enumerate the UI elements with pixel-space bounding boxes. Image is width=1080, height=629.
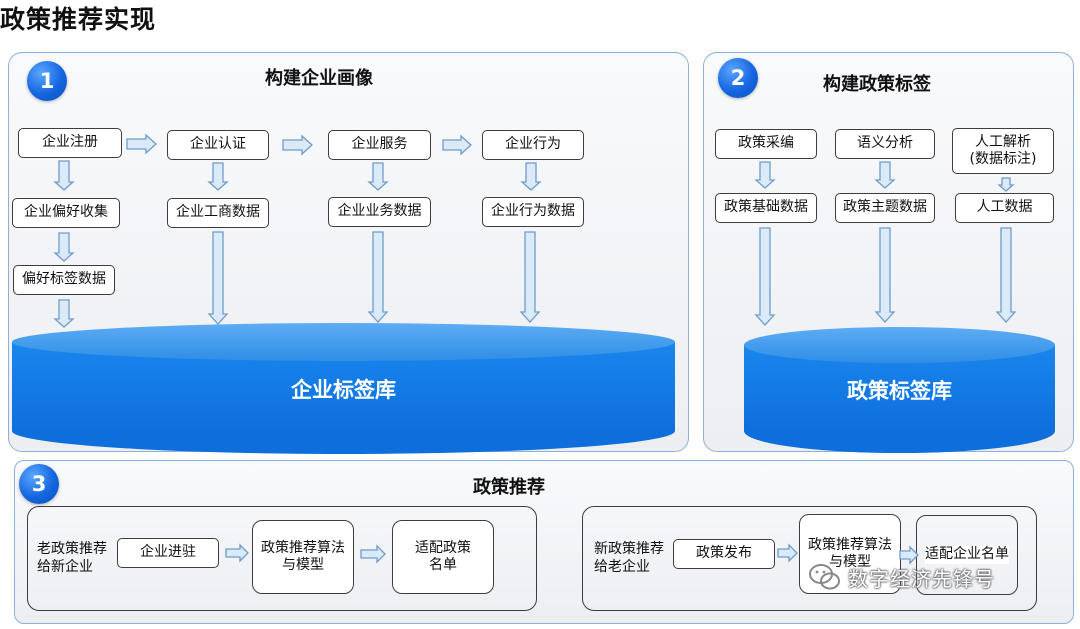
box-policy-basic-data: 政策基础数据 <box>715 193 817 223</box>
box-enterprise-register: 企业注册 <box>18 128 122 158</box>
box-manual-data: 人工数据 <box>955 193 1054 223</box>
box-matched-enterprises: 适配企业名单 <box>916 515 1018 595</box>
box-service-data: 企业业务数据 <box>328 197 431 227</box>
box-enterprise-service: 企业服务 <box>328 130 431 160</box>
box-policy-publish: 政策发布 <box>673 539 775 569</box>
box-preference-collect: 企业偏好收集 <box>12 198 120 228</box>
box-behavior-data: 企业行为数据 <box>482 197 584 227</box>
algorithm-left-line1: 政策推荐算法 <box>261 539 345 556</box>
box-enterprise-settle: 企业进驻 <box>117 538 219 568</box>
page-title: 政策推荐实现 <box>0 5 157 34</box>
label-new-to-old-line2: 给老企业 <box>594 559 650 576</box>
algorithm-right-line1: 政策推荐算法 <box>808 536 892 553</box>
box-semantic-analysis: 语义分析 <box>835 129 935 159</box>
watermark-text: 数字经济先锋号 <box>848 566 995 591</box>
label-new-to-old-line1: 新政策推荐 <box>594 541 664 557</box>
group-old-policy <box>27 506 537 611</box>
db-policy-label: 政策标签库 <box>847 379 952 403</box>
step-badge-3: 3 <box>19 464 59 504</box>
label-old-to-new-line1: 老政策推荐 <box>37 541 107 557</box>
panel-1-title: 构建企业画像 <box>265 68 373 89</box>
matched-enterprises-text: 适配企业名单 <box>925 546 1009 564</box>
box-algorithm-left: 政策推荐算法 与模型 <box>252 520 354 594</box>
box-algorithm-right: 政策推荐算法 与模型 <box>799 514 901 594</box>
matched-policies-line2: 名单 <box>429 557 457 573</box>
wechat-icon <box>809 564 840 590</box>
matched-policies-line1: 适配政策 <box>415 539 471 556</box>
db-enterprise-top <box>12 323 675 361</box>
box-manual-parse: 人工解析 (数据标注) <box>952 128 1054 174</box>
algorithm-left-line2: 与模型 <box>282 557 324 573</box>
panel-2-title: 构建政策标签 <box>823 74 931 95</box>
step-badge-2: 2 <box>718 58 758 98</box>
algorithm-right-line2: 与模型 <box>829 554 871 570</box>
manual-parse-line2: (数据标注) <box>969 151 1037 167</box>
box-preference-tag-data: 偏好标签数据 <box>13 265 115 295</box>
manual-parse-line1: 人工解析 <box>975 133 1031 150</box>
label-old-to-new: 老政策推荐 给新企业 <box>37 540 107 576</box>
watermark: 数字经济先锋号 <box>808 562 995 592</box>
box-policy-collect: 政策采编 <box>715 129 817 159</box>
box-enterprise-auth: 企业认证 <box>167 130 269 160</box>
box-policy-topic-data: 政策主题数据 <box>835 193 935 223</box>
box-business-data: 企业工商数据 <box>167 198 269 228</box>
label-old-to-new-line2: 给新企业 <box>37 559 93 576</box>
db-enterprise-label: 企业标签库 <box>291 378 396 402</box>
box-matched-policies: 适配政策 名单 <box>392 520 494 594</box>
group-new-policy <box>582 506 1037 611</box>
box-enterprise-behavior: 企业行为 <box>482 130 584 160</box>
db-policy-top <box>744 327 1055 363</box>
label-new-to-old: 新政策推荐 给老企业 <box>594 540 664 576</box>
step-badge-1: 1 <box>27 61 67 101</box>
panel-3-title: 政策推荐 <box>473 477 545 498</box>
